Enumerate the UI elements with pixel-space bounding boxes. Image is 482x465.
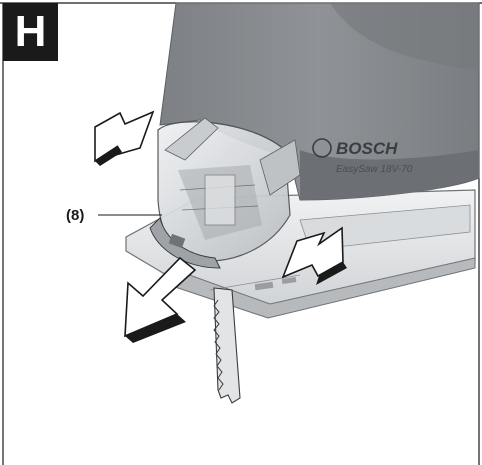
section-badge: H (3, 3, 58, 61)
arrow-down-left-icon (124, 256, 197, 343)
blade-guard (157, 117, 301, 262)
bosch-logo-icon (312, 138, 332, 158)
callout-label-8: (8) (66, 207, 85, 224)
arrow-press-left-icon (281, 226, 347, 285)
arrow-press-right-icon (94, 110, 155, 166)
model-name: EasySaw 18V-70 (336, 164, 413, 175)
brand-name: BOSCH (336, 139, 398, 158)
tool-body: BOSCH EasySaw 18V-70 (159, 2, 480, 201)
section-letter: H (14, 7, 47, 56)
lever-8 (149, 217, 221, 269)
saw-blade (213, 287, 241, 404)
